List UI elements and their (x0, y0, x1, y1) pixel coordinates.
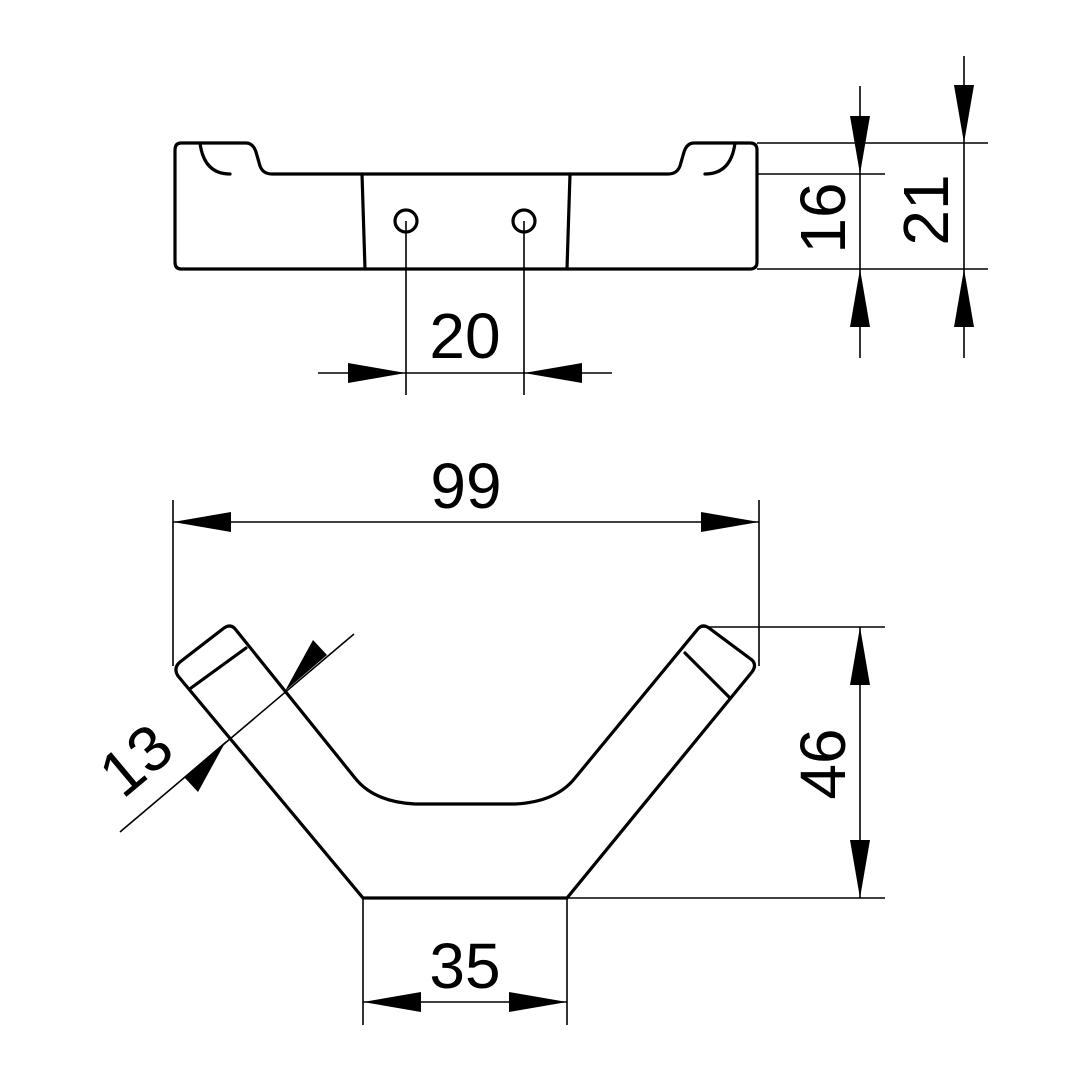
dim-arm-width: 13 (85, 633, 355, 833)
dim-hook-depth: 46 (567, 626, 885, 899)
dim-arrow (285, 640, 327, 691)
dim-label-base-width: 35 (429, 930, 500, 1002)
dim-label-hole-spacing: 20 (429, 300, 500, 372)
dim-arrow (954, 269, 974, 327)
dim-arrow (363, 992, 421, 1012)
dim-arrow (184, 741, 226, 792)
dim-label-overall-width: 99 (430, 450, 501, 522)
left-arm-end-line (189, 646, 248, 690)
side-view: 20 16 21 (173, 56, 988, 395)
dim-arrow (850, 116, 870, 174)
dim-arrow (850, 269, 870, 327)
dim-arrow (850, 840, 870, 898)
right-notch (703, 141, 737, 176)
dim-label-hook-depth: 46 (787, 728, 859, 799)
plate-right-edge (565, 172, 572, 271)
dim-total-height: 21 (757, 56, 988, 358)
dim-arrow (524, 363, 582, 383)
dim-arrow (173, 512, 231, 532)
dim-arrow (954, 85, 974, 143)
dim-arrow (850, 627, 870, 685)
plate-left-edge (360, 172, 367, 271)
dim-base-width: 35 (362, 898, 568, 1025)
dim-label-arm-width: 13 (85, 710, 186, 811)
dim-arrow (701, 512, 759, 532)
plan-view: 99 13 46 35 (85, 450, 885, 1025)
left-notch (198, 141, 232, 176)
dim-hole-spacing: 20 (318, 221, 612, 395)
dim-arrow (509, 992, 567, 1012)
dim-label-inner-height: 16 (787, 182, 859, 253)
dim-label-total-height: 21 (890, 174, 962, 245)
dim-inner-height: 16 (757, 86, 988, 358)
plan-view-outline (174, 624, 757, 900)
side-view-outline (173, 141, 759, 271)
dim-overall-width: 99 (172, 450, 760, 666)
right-arm-end-line (683, 651, 731, 699)
dim-arrow (348, 363, 406, 383)
